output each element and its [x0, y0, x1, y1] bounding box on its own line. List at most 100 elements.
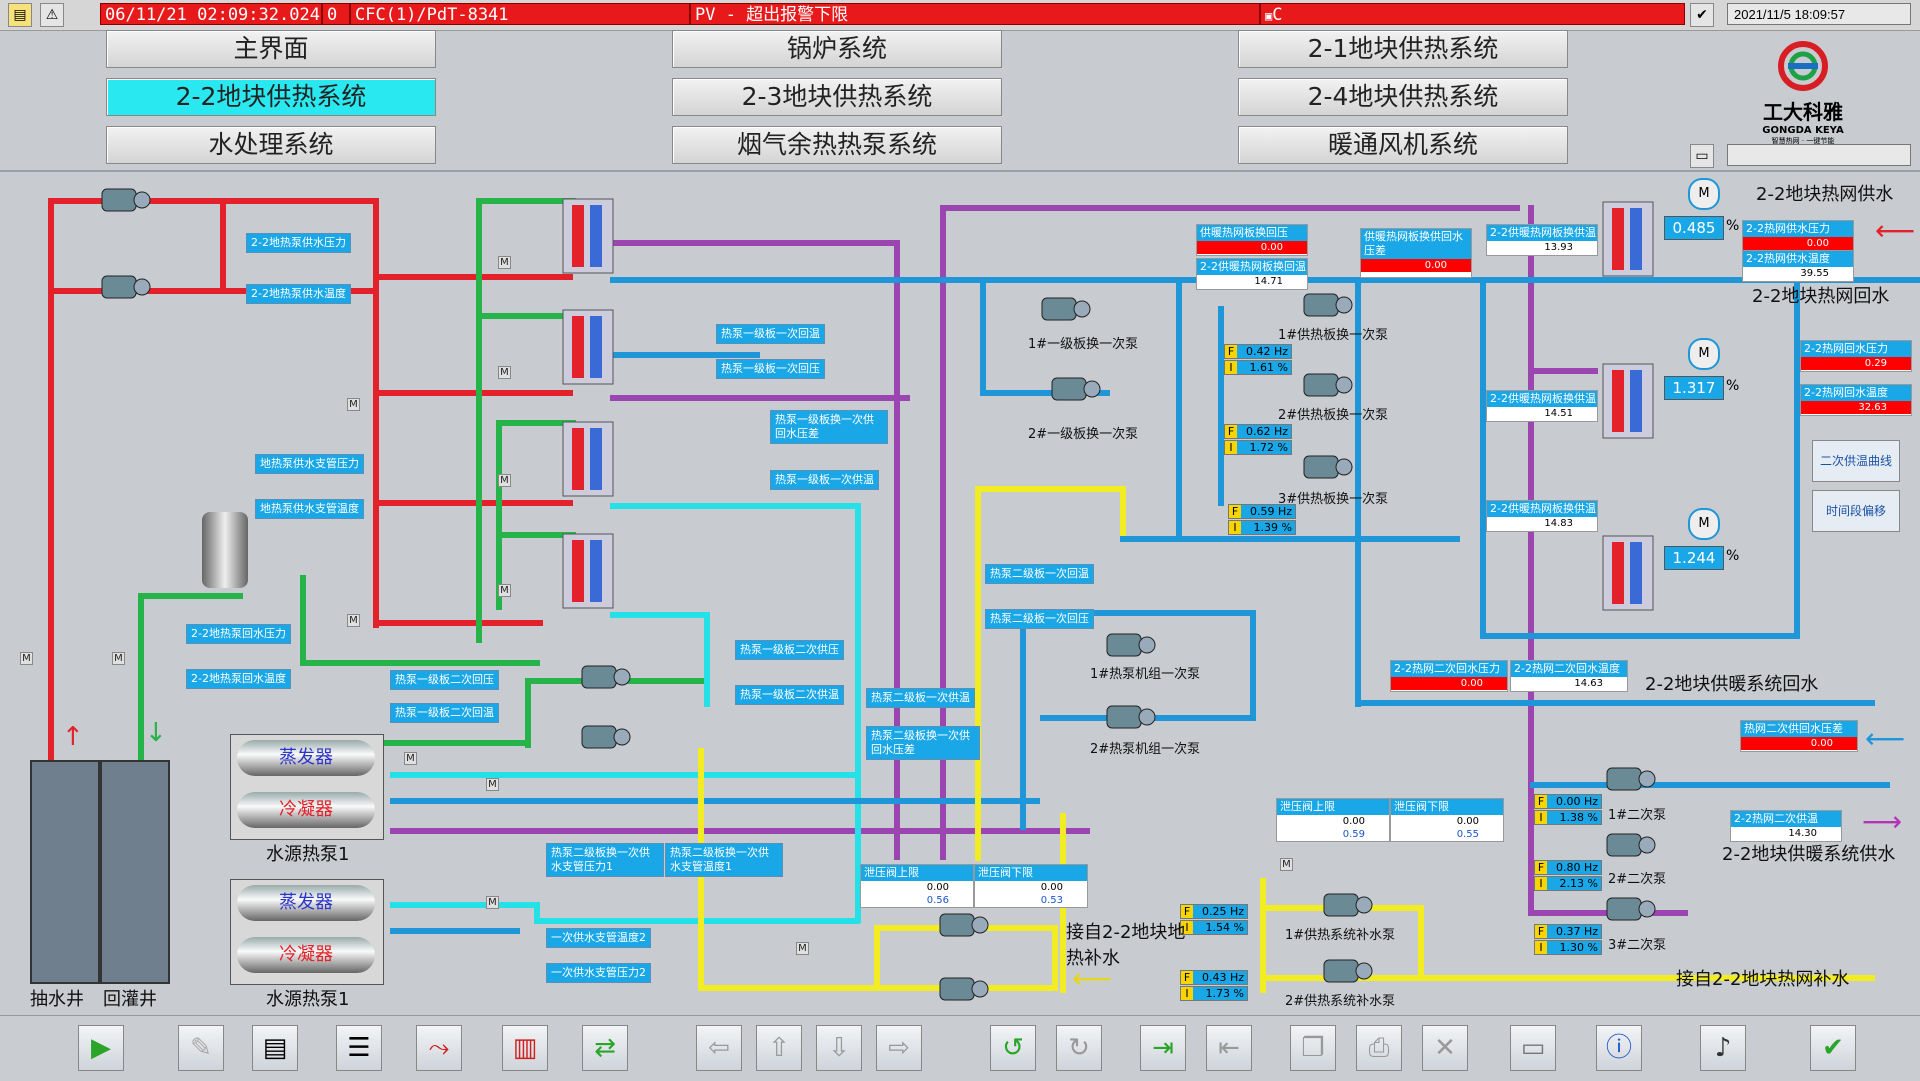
pump-icon[interactable] — [100, 270, 152, 304]
heat-return-pressure: 供暖热网板换回压0.00 — [1196, 224, 1308, 256]
time-offset-button[interactable]: 时间段偏移 — [1812, 490, 1900, 532]
hp-supply-pressure-tag[interactable]: 2-2地热泵供水压力 — [246, 233, 351, 253]
print-icon[interactable]: ⎙ — [1356, 1025, 1402, 1071]
motor-valve-icon[interactable]: M — [1688, 178, 1720, 210]
delete-icon[interactable]: ✕ — [1422, 1025, 1468, 1071]
pump-icon[interactable] — [1105, 628, 1157, 662]
hp1-sec-sp-tag[interactable]: 热泵一级板二次供压 — [735, 640, 844, 660]
info-field — [1727, 144, 1911, 166]
pump-icon[interactable] — [1322, 888, 1374, 922]
pump-icon[interactable] — [1105, 700, 1157, 734]
motor-valve-icon[interactable]: M — [1688, 338, 1720, 370]
pump-icon[interactable] — [1605, 762, 1657, 796]
motor-valve-icon[interactable]: M — [1688, 508, 1720, 540]
primary-temp2-tag[interactable]: 一次供水支管温度2 — [546, 928, 651, 948]
plate-hx-icon[interactable] — [1598, 360, 1658, 442]
pump-icon[interactable] — [1302, 450, 1354, 484]
thermometer-icon[interactable]: ▥ — [502, 1025, 548, 1071]
plate-hx-icon[interactable] — [1598, 532, 1658, 614]
hp2-supply-temp-tag[interactable]: 热泵二级板一次供温 — [866, 688, 975, 708]
right-nav-icon[interactable]: ⇨ — [876, 1025, 922, 1071]
hp2-branch-temp-tag[interactable]: 热泵二级板换一次供水支管温度1 — [665, 843, 783, 877]
hp1-primary-rt-tag[interactable]: 热泵一级板一次回温 — [716, 324, 825, 344]
evaporator-1: 蒸发器 — [237, 740, 375, 776]
tools-icon[interactable]: ✎ — [178, 1025, 224, 1071]
undo-icon[interactable]: ↺ — [990, 1025, 1036, 1071]
notes-icon[interactable]: ▤ — [252, 1025, 298, 1071]
primary-pressure2-tag[interactable]: 一次供水支管压力2 — [546, 963, 651, 983]
plate-hx-icon[interactable] — [558, 418, 618, 500]
plate-hx-icon[interactable] — [558, 530, 618, 612]
nav-2-1[interactable]: 2-1地块供热系统 — [1238, 30, 1568, 68]
hp1-diff-tag[interactable]: 热泵一级板换一次供回水压差 — [770, 410, 888, 444]
reinjection-well — [100, 760, 170, 984]
geo-branch-pressure-tag[interactable]: 地热泵供水支管压力 — [255, 454, 364, 474]
trend-icon[interactable]: ⤳ — [416, 1025, 462, 1071]
nav-2-3[interactable]: 2-3地块供热系统 — [672, 78, 1002, 116]
screen-icon[interactable]: ▭ — [1690, 144, 1714, 168]
pump-icon[interactable] — [938, 972, 990, 1006]
hp2-branch-pressure-tag[interactable]: 热泵二级板换一次供水支管压力1 — [546, 843, 664, 877]
pump-icon[interactable] — [1302, 368, 1354, 402]
login-icon[interactable]: ⇥ — [1140, 1025, 1186, 1071]
checklist-icon[interactable]: ✔ — [1690, 3, 1714, 27]
pump-icon[interactable] — [580, 660, 632, 694]
geo-branch-temp-tag[interactable]: 地热泵供水支管温度 — [255, 499, 364, 519]
hp1-primary-rp-tag[interactable]: 热泵一级板一次回压 — [716, 359, 825, 379]
logo-brand: 工大科雅 — [1758, 96, 1848, 125]
pump-icon[interactable] — [1605, 892, 1657, 926]
freq-indicator: F0.80 HzI2.13 % — [1534, 860, 1602, 888]
condenser-2: 冷凝器 — [237, 937, 375, 973]
plate-hx-icon[interactable] — [1598, 198, 1658, 280]
plate-hx-icon[interactable] — [558, 195, 618, 277]
export-icon[interactable]: ⇄ — [582, 1025, 628, 1071]
down-nav-icon[interactable]: ⇩ — [816, 1025, 862, 1071]
hp-return-pressure-tag[interactable]: 2-2地热泵回水压力 — [186, 624, 291, 644]
pump-icon[interactable] — [1302, 288, 1354, 322]
monitor-icon[interactable]: ▭ — [1510, 1025, 1556, 1071]
relief-low-b: 泄压阀下限 0.00 0.53 — [974, 864, 1088, 908]
alarm-ack-icon[interactable]: ⚠ — [40, 3, 64, 27]
logout-icon[interactable]: ⇤ — [1206, 1025, 1252, 1071]
copy-icon[interactable]: ❐ — [1290, 1025, 1336, 1071]
hp1-sec-rp-tag[interactable]: 热泵一级板二次回压 — [390, 670, 499, 690]
left-nav-icon[interactable]: ⇦ — [696, 1025, 742, 1071]
redo-icon[interactable]: ↻ — [1056, 1025, 1102, 1071]
acknowledge-icon[interactable]: ✔ — [1810, 1025, 1856, 1071]
heat-pump-unit-1[interactable]: 蒸发器 冷凝器 — [230, 734, 384, 840]
pump-icon[interactable] — [100, 183, 152, 217]
pump-icon[interactable] — [1050, 372, 1102, 406]
hp2-primary-rt-tag[interactable]: 热泵二级板一次回温 — [985, 564, 1094, 584]
alarm-list-icon[interactable]: ▤ — [8, 3, 32, 27]
info-icon[interactable]: ⓘ — [1596, 1025, 1642, 1071]
sound-icon[interactable]: ♪ — [1700, 1025, 1746, 1071]
hp2-primary-rp-tag[interactable]: 热泵二级板一次回压 — [985, 609, 1094, 629]
nav-main[interactable]: 主界面 — [106, 30, 436, 68]
hp-return-temp-tag[interactable]: 2-2地热泵回水温度 — [186, 669, 291, 689]
secondary-temp-curve-button[interactable]: 二次供温曲线 — [1812, 440, 1900, 482]
nav-hvac[interactable]: 暖通风机系统 — [1238, 126, 1568, 164]
nav-water[interactable]: 水处理系统 — [106, 126, 436, 164]
pump-icon[interactable] — [1040, 292, 1092, 326]
hp2-diff-tag[interactable]: 热泵二级板换一次供回水压差 — [866, 726, 980, 760]
heat-pump-unit-2[interactable]: 蒸发器 冷凝器 — [230, 879, 384, 985]
nav-2-4[interactable]: 2-4地块供热系统 — [1238, 78, 1568, 116]
play-icon[interactable]: ▶ — [78, 1025, 124, 1071]
pump-icon[interactable] — [580, 720, 632, 754]
report-icon[interactable]: ☰ — [336, 1025, 382, 1071]
plate-hx-icon[interactable] — [558, 306, 618, 388]
nav-boiler[interactable]: 锅炉系统 — [672, 30, 1002, 68]
up-nav-icon[interactable]: ⇧ — [756, 1025, 802, 1071]
hp1-supply-temp-tag[interactable]: 热泵一级板一次供温 — [770, 470, 879, 490]
nav-2-2[interactable]: 2-2地块供热系统 — [106, 78, 436, 116]
filter-tank-icon — [202, 512, 248, 588]
hp-supply-temp-tag[interactable]: 2-2地热泵供水温度 — [246, 284, 351, 304]
pump-icon[interactable] — [1322, 954, 1374, 988]
alarm-zero: 0 — [322, 3, 350, 25]
nav-flue[interactable]: 烟气余热热泵系统 — [672, 126, 1002, 164]
pump-icon[interactable] — [1605, 828, 1657, 862]
pump-icon[interactable] — [938, 908, 990, 942]
hp1-sec-st-tag[interactable]: 热泵一级板二次供温 — [735, 685, 844, 705]
motor-marker: M — [404, 752, 417, 765]
hp1-sec-rt-tag[interactable]: 热泵一级板二次回温 — [390, 703, 499, 723]
